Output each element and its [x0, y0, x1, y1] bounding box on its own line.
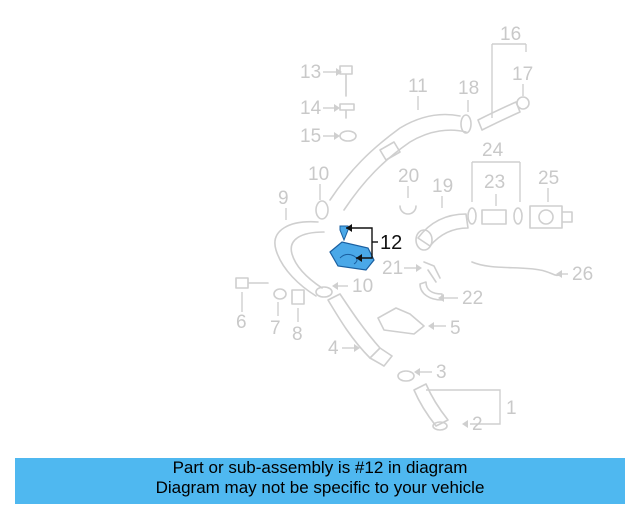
- part-1-3-group: 3 1 2: [397, 362, 517, 435]
- part-19-20-group: 20 19: [398, 166, 469, 251]
- callout-10-lower: 10: [352, 276, 373, 297]
- part-13-15-group: 13 14 15: [300, 62, 357, 147]
- part-4-5-10-group: 10 4 5: [315, 276, 461, 367]
- part-16-group: 16 17: [477, 24, 533, 131]
- callout-23: 23: [484, 172, 505, 193]
- callout-24: 24: [482, 140, 504, 161]
- callout-14: 14: [300, 98, 322, 119]
- callout-21: 21: [382, 258, 403, 279]
- callout-12: 12: [380, 232, 402, 254]
- callout-26: 26: [572, 264, 593, 285]
- callout-22: 22: [462, 288, 483, 309]
- parts-diagram: 16 17 13 14 15 11 18 10 9: [235, 24, 593, 435]
- callout-8: 8: [292, 324, 303, 345]
- callout-1: 1: [506, 398, 517, 419]
- callout-4: 4: [328, 338, 339, 359]
- callout-19: 19: [432, 176, 453, 197]
- callout-3: 3: [436, 362, 447, 383]
- info-banner: Part or sub-assembly is #12 in diagram D…: [15, 458, 625, 504]
- callout-18: 18: [458, 78, 479, 99]
- callout-20: 20: [398, 166, 419, 187]
- part-6-8-group: 6 7 8: [235, 277, 305, 345]
- callout-5: 5: [450, 318, 461, 339]
- callout-7: 7: [270, 318, 281, 339]
- banner-line-2: Diagram may not be specific to your vehi…: [155, 478, 485, 497]
- part-21-22-group: 21 22: [382, 258, 483, 309]
- part-26-pipe: 26: [471, 261, 593, 285]
- part-23-25-group: 24 23 25: [467, 140, 573, 229]
- callout-17: 17: [512, 64, 533, 85]
- callout-6: 6: [236, 312, 247, 333]
- part-18-clamp: 18: [458, 78, 479, 134]
- part-9-10-group: 10 9: [274, 164, 329, 297]
- part-11-hose: 11: [329, 76, 467, 211]
- callout-9: 9: [278, 188, 289, 209]
- callout-11: 11: [408, 76, 428, 97]
- callout-15: 15: [300, 126, 321, 147]
- callout-25: 25: [538, 168, 559, 189]
- banner-line-1: Part or sub-assembly is #12 in diagram: [172, 458, 468, 477]
- callout-13: 13: [300, 62, 321, 83]
- part-12-highlighted: 12: [329, 224, 402, 271]
- callout-2: 2: [472, 414, 483, 435]
- callout-16: 16: [500, 24, 521, 45]
- callout-10-upper: 10: [308, 164, 329, 185]
